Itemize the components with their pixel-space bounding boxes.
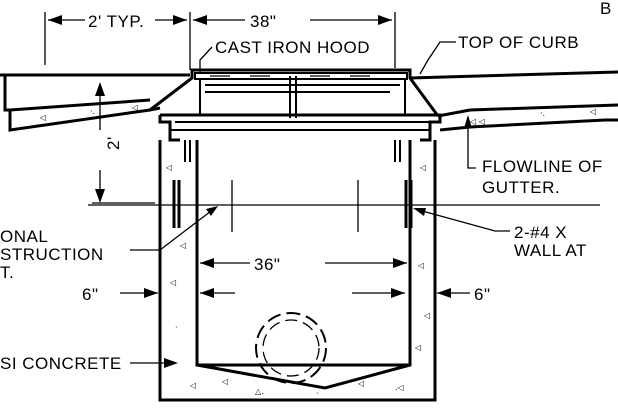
svg-text:△.: △. <box>255 387 264 396</box>
hood-width-label: 38" <box>250 12 276 31</box>
rebar-label-line1: 2-#4 X <box>514 223 567 242</box>
top-of-curb-label: TOP OF CURB <box>458 33 579 52</box>
concrete-label: SI CONCRETE <box>0 354 122 373</box>
svg-text:◁: ◁ <box>419 163 426 172</box>
svg-text:◁: ◁ <box>179 241 186 250</box>
svg-text:◁: ◁ <box>169 278 176 287</box>
svg-text:◁: ◁ <box>357 379 364 388</box>
svg-text:.◁: .◁ <box>395 383 404 392</box>
svg-text:◁: ◁ <box>423 311 430 320</box>
svg-text:◁: ◁ <box>417 261 424 270</box>
joint-label-line1: ONAL <box>0 227 48 246</box>
curb-slab-right <box>409 70 618 132</box>
svg-text:◁: ◁ <box>589 107 596 116</box>
wall-left-label: 6" <box>82 285 99 304</box>
svg-text:·.: ·. <box>90 107 95 116</box>
concrete-aggregate: ◁ ·. ◁ ◁ ◁ ·. ◁ ◁ ◁ ◁ · ◁ △. ◁ .◁ ◁ ◁ ◁ ◁ ◁ · <box>39 103 596 398</box>
svg-text:◁: ◁ <box>414 343 421 352</box>
flowline-label-line1: FLOWLINE OF <box>482 157 603 176</box>
joint-label-line3: T. <box>0 263 14 282</box>
joint-label-line2: STRUCTION <box>0 245 104 264</box>
svg-text:◁: ◁ <box>165 163 172 172</box>
top-letter: B <box>600 0 612 18</box>
svg-text:◁: ◁ <box>131 103 138 112</box>
basin-walls <box>158 140 437 402</box>
svg-text:·.: ·. <box>540 109 545 118</box>
svg-text:◁: ◁ <box>39 113 46 122</box>
depth-label: 2' <box>104 136 123 150</box>
svg-text:·: · <box>316 389 319 398</box>
cast-iron-hood <box>149 68 440 118</box>
dimension-lines <box>44 12 510 368</box>
svg-text:◁: ◁ <box>189 381 196 390</box>
cast-iron-hood-label: CAST IRON HOOD <box>215 38 370 57</box>
typ-spacing-label: 2' TYP. <box>88 12 144 31</box>
rebar-label-line2: WALL AT <box>514 241 587 260</box>
svg-text:◁: ◁ <box>221 377 228 386</box>
wall-right-label: 6" <box>474 285 491 304</box>
pipe-outlet <box>255 312 327 384</box>
inner-width-label: 36" <box>254 255 280 274</box>
svg-text:◁ ◁: ◁ ◁ <box>469 117 485 126</box>
frame-ledge <box>158 113 442 162</box>
svg-text:·: · <box>175 323 178 332</box>
rebar-marks <box>172 180 413 228</box>
flowline-label-line2: GUTTER. <box>482 178 560 197</box>
